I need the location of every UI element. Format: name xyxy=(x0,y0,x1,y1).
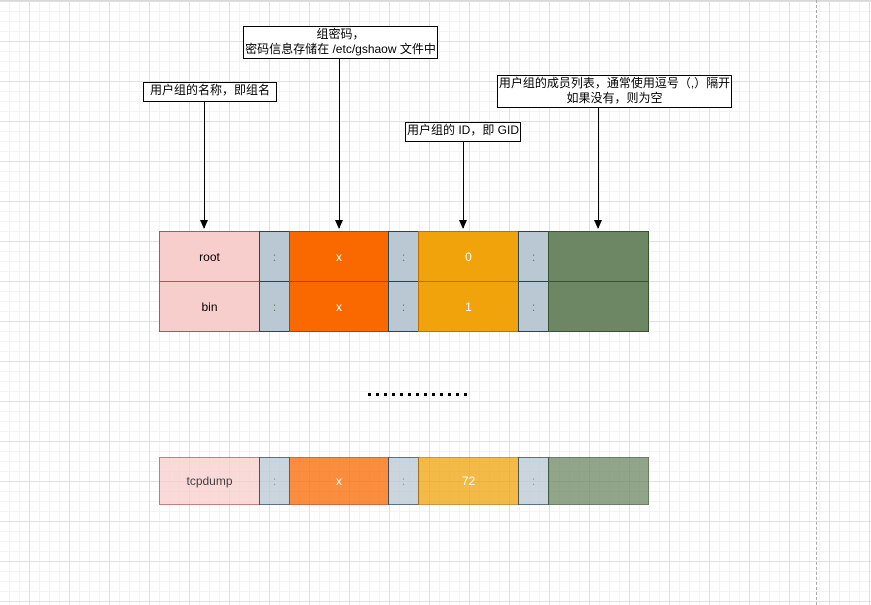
arrow-password xyxy=(335,59,343,229)
ellipsis-dot xyxy=(368,393,371,396)
arrowhead-icon xyxy=(594,220,602,229)
ellipsis-dot xyxy=(384,393,387,396)
cell-password[interactable]: x xyxy=(289,231,389,282)
group-name-text: tcpdump xyxy=(186,474,233,488)
password-text: x xyxy=(336,249,342,264)
cell-gid[interactable]: 1 xyxy=(418,281,519,332)
gid-text: 0 xyxy=(465,249,472,264)
cell-separator[interactable]: : xyxy=(259,231,290,282)
separator-text: : xyxy=(401,249,406,264)
label-members-line2: 如果没有，则为空 xyxy=(566,91,663,105)
cell-members[interactable] xyxy=(548,231,649,282)
separator-text: : xyxy=(531,474,536,488)
cell-gid[interactable]: 72 xyxy=(418,457,519,505)
cell-gid[interactable]: 0 xyxy=(418,231,519,282)
cell-members[interactable] xyxy=(548,281,649,332)
label-password[interactable]: 组密码， 密码信息存储在 /etc/gshaow 文件中 xyxy=(243,26,438,59)
ellipsis-dot xyxy=(464,393,467,396)
group-name-text: root xyxy=(199,249,220,264)
password-text: x xyxy=(336,299,342,314)
cell-separator[interactable]: : xyxy=(388,281,419,332)
label-members-line1: 用户组的成员列表，通常使用逗号（,）隔开 xyxy=(498,76,731,90)
ellipsis-dot xyxy=(424,393,427,396)
separator-text: : xyxy=(272,299,277,314)
arrowhead-icon xyxy=(200,220,208,229)
arrow-gid xyxy=(459,142,467,229)
cell-group-name[interactable]: root xyxy=(159,231,260,282)
group-name-text: bin xyxy=(201,299,218,314)
separator-text: : xyxy=(272,474,277,488)
ellipsis-dot xyxy=(408,393,411,396)
ellipsis-dot xyxy=(416,393,419,396)
ellipsis-dot xyxy=(440,393,443,396)
canvas-top-border xyxy=(0,0,871,1)
cell-separator[interactable]: : xyxy=(518,281,549,332)
label-members[interactable]: 用户组的成员列表，通常使用逗号（,）隔开 如果没有，则为空 xyxy=(497,75,732,108)
cell-separator[interactable]: : xyxy=(259,281,290,332)
cell-password[interactable]: x xyxy=(289,281,389,332)
arrow-members xyxy=(594,108,602,229)
cell-password[interactable]: x xyxy=(289,457,389,505)
ellipsis-dot xyxy=(448,393,451,396)
separator-text: : xyxy=(401,299,406,314)
cell-separator[interactable]: : xyxy=(518,231,549,282)
arrowhead-icon xyxy=(459,220,467,229)
cell-separator[interactable]: : xyxy=(259,457,290,505)
arrowhead-icon xyxy=(335,220,343,229)
page-break-line xyxy=(816,0,817,605)
label-group-name[interactable]: 用户组的名称，即组名 xyxy=(143,82,277,102)
gid-text: 72 xyxy=(461,474,476,488)
ellipsis-dot xyxy=(376,393,379,396)
label-password-line2: 密码信息存储在 /etc/gshaow 文件中 xyxy=(245,42,436,56)
ellipsis-dot xyxy=(456,393,459,396)
password-text: x xyxy=(336,474,342,488)
gid-text: 1 xyxy=(465,299,472,314)
ellipsis-dot xyxy=(432,393,435,396)
cell-separator[interactable]: : xyxy=(388,457,419,505)
cell-separator[interactable]: : xyxy=(518,457,549,505)
separator-text: : xyxy=(272,249,277,264)
label-gid[interactable]: 用户组的 ID，即 GID xyxy=(405,122,521,142)
separator-text: : xyxy=(531,299,536,314)
arrow-group-name xyxy=(200,102,208,229)
ellipsis-dot xyxy=(392,393,395,396)
cell-separator[interactable]: : xyxy=(388,231,419,282)
label-gid-text: 用户组的 ID，即 GID xyxy=(406,123,519,137)
separator-text: : xyxy=(401,474,406,488)
cell-group-name[interactable]: bin xyxy=(159,281,260,332)
ellipsis-dot xyxy=(400,393,403,396)
label-group-name-text: 用户组的名称，即组名 xyxy=(149,83,270,97)
cell-group-name[interactable]: tcpdump xyxy=(159,457,260,505)
label-password-line1: 组密码， xyxy=(316,27,365,41)
separator-text: : xyxy=(531,249,536,264)
ellipsis-dots xyxy=(368,393,467,397)
cell-members[interactable] xyxy=(548,457,649,505)
